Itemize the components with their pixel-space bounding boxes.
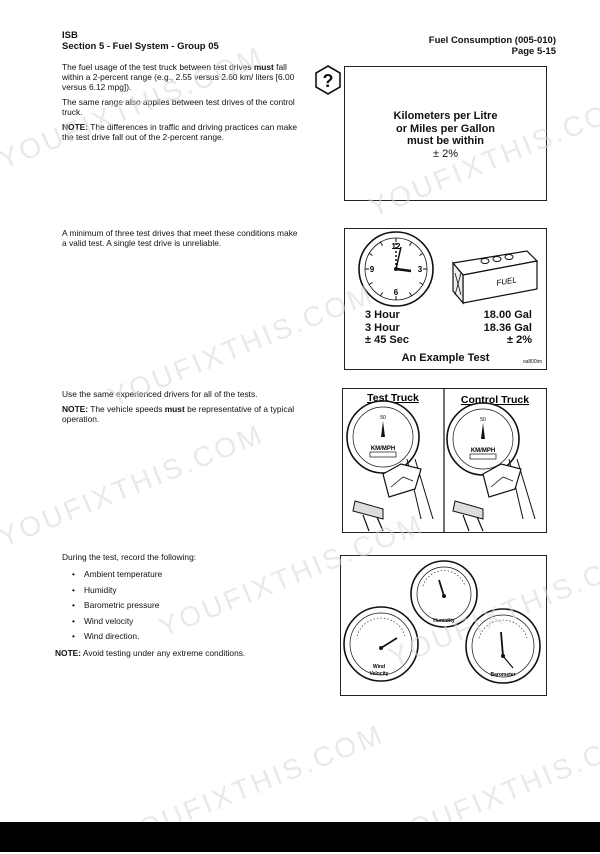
figure-example-test: 12 3 6 9 FUEL 3 Hour 3 Hour ± 45 Sec 18.… (344, 228, 547, 370)
conditions-list: Ambient temperature Humidity Barometric … (72, 567, 162, 645)
wind-label-1: Wind (373, 664, 385, 670)
fuel-can-label: FUEL (496, 275, 518, 287)
test-gauge-unit: KM/MPH (371, 446, 395, 452)
min-test-drives-paragraph: A minimum of three test drives that meet… (62, 228, 298, 248)
test-truck-pedal-icon (352, 458, 434, 532)
list-item: Ambient temperature (72, 567, 162, 583)
barometer-label: Barometer (490, 672, 515, 678)
clock-icon: 12 3 6 9 (358, 231, 434, 307)
example-caption: An Example Test (401, 352, 490, 364)
header-left: ISB Section 5 - Fuel System - Group 05 (62, 30, 219, 52)
extreme-conditions-note: NOTE: Avoid testing under any extreme co… (55, 648, 246, 658)
section-4-intro: During the test, record the following: (62, 552, 197, 562)
engine-model: ISB (62, 30, 78, 41)
drivers-paragraph: Use the same experienced drivers for all… (62, 389, 258, 399)
test-duration-1: 3 Hour (365, 309, 400, 321)
example-right-column: 18.00 Gal 18.36 Gal ± 2% (484, 309, 532, 347)
callout-line-2: or Miles per Gallon (395, 122, 496, 135)
humidity-label: Humidity (433, 618, 455, 624)
test-gauge-mark: 50 (380, 415, 386, 421)
test-truck-speedometer-icon: 50 KM/MPH (346, 400, 420, 474)
section-3-text: Use the same experienced drivers for all… (62, 389, 304, 429)
bottom-scan-border (0, 822, 600, 852)
question-mark-icon: ? (315, 65, 341, 95)
topic-title: Fuel Consumption (005-010) (428, 35, 556, 46)
list-item: Wind velocity (72, 614, 162, 630)
figure-weather-gauges: Humidity Wind Velocity Barometer (340, 555, 547, 696)
traffic-note: NOTE: The differences in traffic and dri… (62, 122, 298, 142)
wind-label-2: Velocity (370, 671, 389, 677)
fuel-usage-paragraph: The fuel usage of the test truck between… (62, 62, 295, 92)
section-2-text: A minimum of three test drives that meet… (62, 228, 304, 253)
fuel-range-callout: Kilometers per Litre or Miles per Gallon… (345, 110, 546, 160)
fuel-can-icon: FUEL (451, 250, 539, 305)
humidity-gauge-icon: Humidity (410, 560, 478, 628)
figure-code: oa800im (522, 359, 542, 365)
example-left-column: 3 Hour 3 Hour ± 45 Sec (365, 309, 409, 347)
fuel-tolerance: ± 2% (507, 334, 532, 346)
control-truck-pedal-icon (452, 458, 536, 532)
range-paragraph: The same range also applies between test… (62, 97, 295, 117)
figure-test-vs-control-truck: Test Truck Control Truck 50 KM/MPH 50 KM… (342, 388, 547, 533)
wind-velocity-gauge-icon: Wind Velocity (343, 606, 419, 682)
clock-3: 3 (418, 265, 423, 274)
control-truck-speedometer-icon: 50 KM/MPH (446, 402, 520, 476)
list-item: Barometric pressure (72, 598, 162, 614)
fuel-used-1: 18.00 Gal (483, 309, 532, 321)
clock-and-fuel-can-illustration: 12 3 6 9 FUEL (358, 231, 539, 307)
speed-note: NOTE: The vehicle speeds must be represe… (62, 404, 295, 424)
callout-line-1: Kilometers per Litre (393, 110, 498, 122)
time-tolerance: ± 45 Sec (365, 334, 409, 346)
section-1-text: The fuel usage of the test truck between… (62, 62, 304, 147)
section-title: Section 5 - Fuel System - Group 05 (62, 41, 219, 52)
callout-line-4: ± 2% (433, 147, 458, 160)
clock-6: 6 (394, 288, 399, 297)
test-duration-2: 3 Hour (365, 321, 400, 334)
control-gauge-unit: KM/MPH (471, 448, 495, 454)
page-number: Page 5-15 (511, 46, 556, 57)
fuel-used-2: 18.36 Gal (483, 321, 532, 334)
watermark: YOUFIXTHIS.COM (0, 418, 269, 553)
figure-fuel-economy-range: Kilometers per Litre or Miles per Gallon… (344, 66, 547, 201)
svg-text:?: ? (323, 71, 334, 91)
clock-9: 9 (370, 265, 375, 274)
callout-line-3: must be within (407, 135, 484, 147)
control-gauge-mark: 50 (480, 417, 486, 423)
weather-gauges-illustration: Humidity Wind Velocity Barometer (343, 560, 541, 684)
list-item: Wind direction. (72, 629, 162, 645)
speedometer-illustration: Test Truck Control Truck 50 KM/MPH 50 KM… (346, 389, 536, 532)
barometer-gauge-icon: Barometer (465, 608, 541, 684)
clock-12: 12 (392, 242, 401, 251)
header-right: Fuel Consumption (005-010) Page 5-15 (429, 35, 556, 57)
list-item: Humidity (72, 583, 162, 599)
